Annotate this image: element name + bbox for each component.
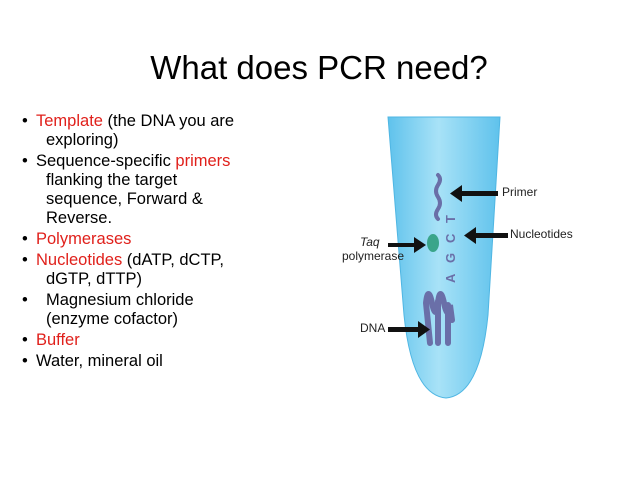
bullet-highlight: primers xyxy=(175,152,231,170)
polymerase-arrow-icon xyxy=(388,237,426,253)
bullet-highlight: Template xyxy=(36,112,103,130)
dna-arrow-icon xyxy=(388,321,430,338)
bullet-dot: • xyxy=(22,291,28,309)
dna-label: DNA xyxy=(360,321,386,335)
bullet-text: (the DNA you are xyxy=(102,112,235,130)
bullet-dot: • xyxy=(22,352,28,370)
bullet-continuation: (enzyme cofactor) xyxy=(46,310,179,328)
bullet-item: • Sequence-specific primers flanking the… xyxy=(22,152,322,228)
bullet-text: Magnesium chloride xyxy=(46,291,194,309)
nucleotides-label: Nucleotides xyxy=(510,227,573,241)
nucleotides-arrow-icon xyxy=(464,227,508,244)
slide-title: What does PCR need? xyxy=(150,49,488,86)
bullet-item: • Water, mineral oil xyxy=(22,352,322,371)
bullet-item: • Magnesium chloride (enzyme cofactor) xyxy=(22,291,322,329)
taq-label: Taq xyxy=(360,235,380,249)
bullet-text: (dATP, dCTP, xyxy=(122,251,225,269)
primer-label: Primer xyxy=(502,185,538,199)
bullet-item: • Template (the DNA you are exploring) xyxy=(22,112,322,150)
nucleotide-letter: T xyxy=(443,215,458,223)
bullet-list: • Template (the DNA you are exploring) •… xyxy=(22,112,322,373)
bullet-dot: • xyxy=(22,112,28,130)
bullet-item: • Polymerases xyxy=(22,230,322,249)
bullet-continuation: dGTP, dTTP) xyxy=(46,270,142,288)
bullet-text: Sequence-specific xyxy=(36,152,176,170)
primer-arrow-icon xyxy=(450,185,498,202)
bullet-item: • Buffer xyxy=(22,331,322,350)
bullet-highlight: Buffer xyxy=(36,331,80,349)
polymerase-blob-icon xyxy=(427,234,439,252)
dna-strand-icon xyxy=(423,291,455,346)
bullet-continuation: Reverse. xyxy=(46,209,113,227)
bullet-text: Water, mineral oil xyxy=(36,352,163,370)
bullet-continuation: exploring) xyxy=(46,131,119,149)
polymerase-label: polymerase xyxy=(342,249,405,263)
nucleotide-letter: G xyxy=(443,253,458,263)
bullet-dot: • xyxy=(22,152,28,170)
pcr-tube-figure: T C G A Primer Nucleotides Taq xyxy=(330,115,575,400)
bullet-continuation: sequence, Forward & xyxy=(46,190,203,208)
bullet-dot: • xyxy=(22,230,28,248)
bullet-continuation: flanking the target xyxy=(46,171,178,189)
bullet-item: • Nucleotides (dATP, dCTP, dGTP, dTTP) xyxy=(22,251,322,289)
nucleotide-letter: A xyxy=(443,273,458,283)
bullet-dot: • xyxy=(22,251,28,269)
primer-strand-icon xyxy=(434,173,442,221)
nucleotide-letter: C xyxy=(443,233,458,243)
bullet-highlight: Nucleotides xyxy=(36,251,123,269)
pcr-tube-illustration: T C G A xyxy=(387,116,508,399)
bullet-dot: • xyxy=(22,331,28,349)
bullet-highlight: Polymerases xyxy=(36,230,132,248)
